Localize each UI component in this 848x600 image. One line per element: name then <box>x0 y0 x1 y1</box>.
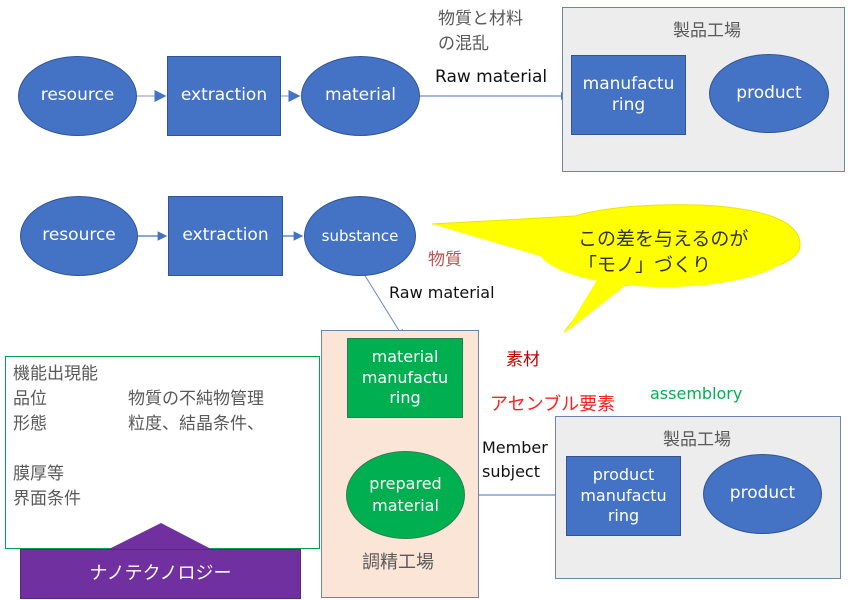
node-extraction-middle: extraction <box>168 196 283 276</box>
node-material-top: material <box>301 56 420 136</box>
node-label: material <box>371 346 439 366</box>
function-row-label: 形態 <box>13 414 47 434</box>
member-subject-label: Member subject <box>482 436 548 484</box>
node-label: substance <box>321 226 399 245</box>
node-label: material <box>325 85 396 106</box>
node-label: manufactu <box>582 73 675 94</box>
substance-jp-label: 物質 <box>428 250 462 270</box>
node-label: ring <box>607 506 640 526</box>
node-resource-middle: resource <box>20 196 138 276</box>
node-label: material <box>372 496 439 515</box>
function-row: 膜厚等 <box>13 462 264 487</box>
node-label: ring <box>611 95 646 115</box>
assembly-element-label: アセンブル要素 <box>490 394 616 415</box>
factory-title: 製品工場 <box>673 21 741 41</box>
function-row-label: 膜厚等 <box>13 464 64 484</box>
prep-factory-title: 調精工場 <box>362 552 434 573</box>
sozai-label: 素材 <box>506 350 540 370</box>
callout-line: 「モノ」づくり <box>578 254 712 276</box>
node-material-manufacturing: material manufactu ring <box>347 338 463 418</box>
node-label: extraction <box>180 85 268 106</box>
node-extraction-top: extraction <box>167 56 281 136</box>
member-line: Member <box>482 438 548 457</box>
assembly-en-label: assemblory <box>650 384 743 403</box>
function-row-label: 機能出現能 <box>13 364 98 384</box>
function-box-rows: 機能出現能 品位 物質の不純物管理 形態 粒度、結晶条件、 膜厚等 界面条件 <box>13 362 264 512</box>
function-row-label: 界面条件 <box>13 489 81 509</box>
function-row: 機能出現能 <box>13 362 264 387</box>
node-manufacturing-top: manufactu ring <box>571 55 686 135</box>
node-label: product <box>736 82 802 103</box>
member-line: subject <box>482 462 540 481</box>
node-product-top: product <box>709 54 829 133</box>
note-line: の混乱 <box>438 34 489 54</box>
raw-material-label-top: Raw material <box>435 67 548 87</box>
note-line: 物質と材料 <box>438 9 523 29</box>
node-label: manufactu <box>580 485 667 505</box>
node-prepared-material: prepared material <box>346 451 465 539</box>
node-resource-top: resource <box>18 56 137 136</box>
node-label: ring <box>389 388 421 408</box>
node-substance-middle: substance <box>304 196 416 276</box>
node-label: manufactu <box>361 367 449 387</box>
nanotechnology-block: ナノテクノロジー <box>20 549 301 599</box>
node-label: extraction <box>182 225 269 246</box>
note-substance-material-confusion: 物質と材料 の混乱 <box>438 7 523 57</box>
node-product-manufacturing: product manufactu ring <box>566 456 681 536</box>
node-label: product <box>729 483 796 504</box>
node-label: product <box>592 464 655 484</box>
nanotech-label: ナノテクノロジー <box>89 562 232 584</box>
arrow-substance-material-manufacturing <box>363 273 404 338</box>
function-row: 形態 粒度、結晶条件、 <box>13 412 264 437</box>
function-row: 界面条件 <box>13 487 264 512</box>
raw-material-label-middle: Raw material <box>389 283 495 302</box>
function-row-value: 粒度、結晶条件、 <box>128 414 264 434</box>
callout-text: この差を与えるのが 「モノ」づくり <box>578 226 748 278</box>
function-box <box>5 356 320 549</box>
node-label: resource <box>40 85 115 106</box>
function-row: 品位 物質の不純物管理 <box>13 387 264 412</box>
node-product-bottom: product <box>703 454 822 534</box>
callout-line: この差を与えるのが <box>578 228 749 250</box>
node-label: resource <box>42 225 116 246</box>
node-label: prepared <box>369 474 442 494</box>
function-row-label: 品位 <box>13 389 47 409</box>
function-row-value: 物質の不純物管理 <box>128 389 264 409</box>
factory-title: 製品工場 <box>663 430 731 450</box>
